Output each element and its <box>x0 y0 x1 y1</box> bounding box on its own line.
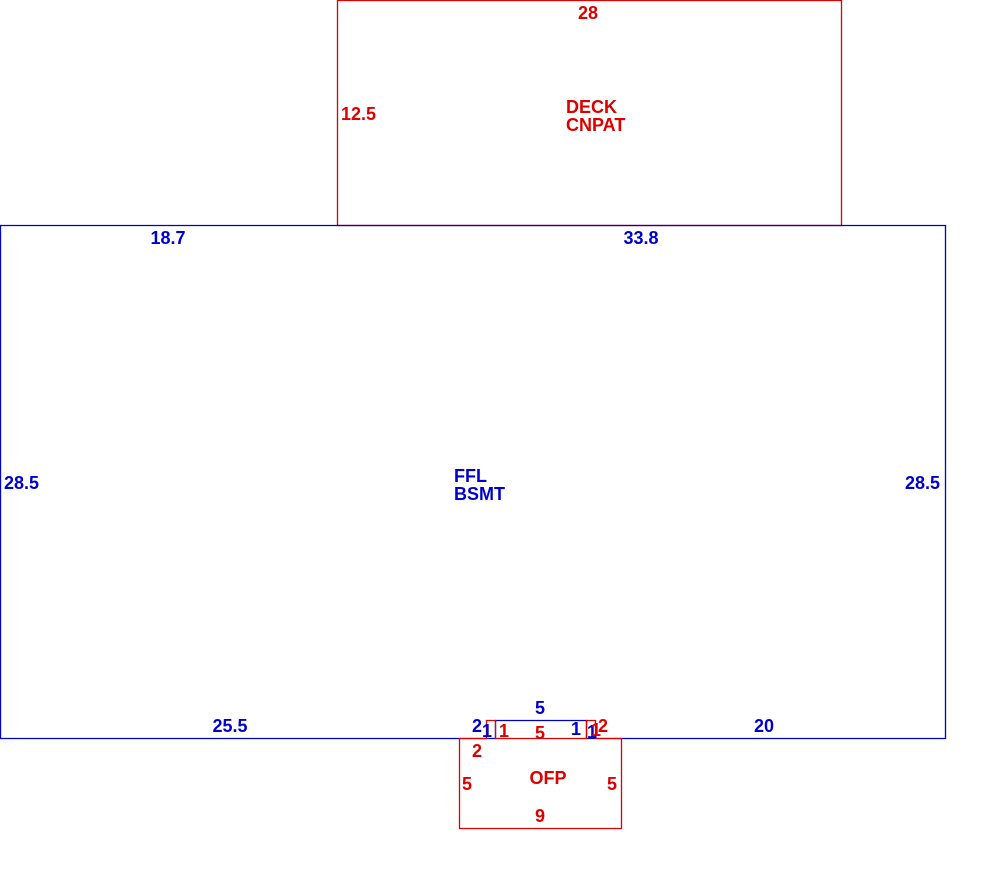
main-left-dimension: 28.5 <box>4 473 39 493</box>
main-area-label-line2: BSMT <box>454 484 505 504</box>
main-bottom-right-dimension: 20 <box>754 716 774 736</box>
ofp-bottom-dimension: 9 <box>535 806 545 826</box>
main-notch-left-rise-dimension: 1 <box>482 721 492 741</box>
ofp-left-dimension: 5 <box>462 774 472 794</box>
main-notch-left-run-dimension: 2 <box>472 716 482 736</box>
main-top-right-dimension: 33.8 <box>623 228 658 248</box>
ofp-top-center-dimension: 5 <box>535 723 545 743</box>
main-right-dimension: 28.5 <box>905 473 940 493</box>
ofp-area-label: OFP <box>529 768 566 788</box>
ofp-outline <box>458 719 623 830</box>
deck-area-label-line1: DECK <box>566 97 617 117</box>
main-notch-right-run-dimension: 1 <box>587 722 597 742</box>
main-bottom-left-dimension: 25.5 <box>212 716 247 736</box>
ofp-top-right-run-dimension: 2 <box>598 716 608 736</box>
main-area-label-line1: FFL <box>454 466 487 486</box>
main-notch-top-dimension: 5 <box>535 698 545 718</box>
ofp-top-left-rise-dimension: 1 <box>499 721 509 741</box>
ofp-top-right-rise-dimension: 1 <box>591 720 601 740</box>
ofp-right-dimension: 5 <box>607 774 617 794</box>
ofp-top-left-run-dimension: 2 <box>472 741 482 761</box>
main-notch-right-rise-dimension: 1 <box>571 719 581 739</box>
deck-top-dimension: 28 <box>578 3 598 23</box>
deck-left-dimension: 12.5 <box>341 104 376 124</box>
deck-area-label-line2: CNPAT <box>566 115 625 135</box>
main-top-left-dimension: 18.7 <box>150 228 185 248</box>
